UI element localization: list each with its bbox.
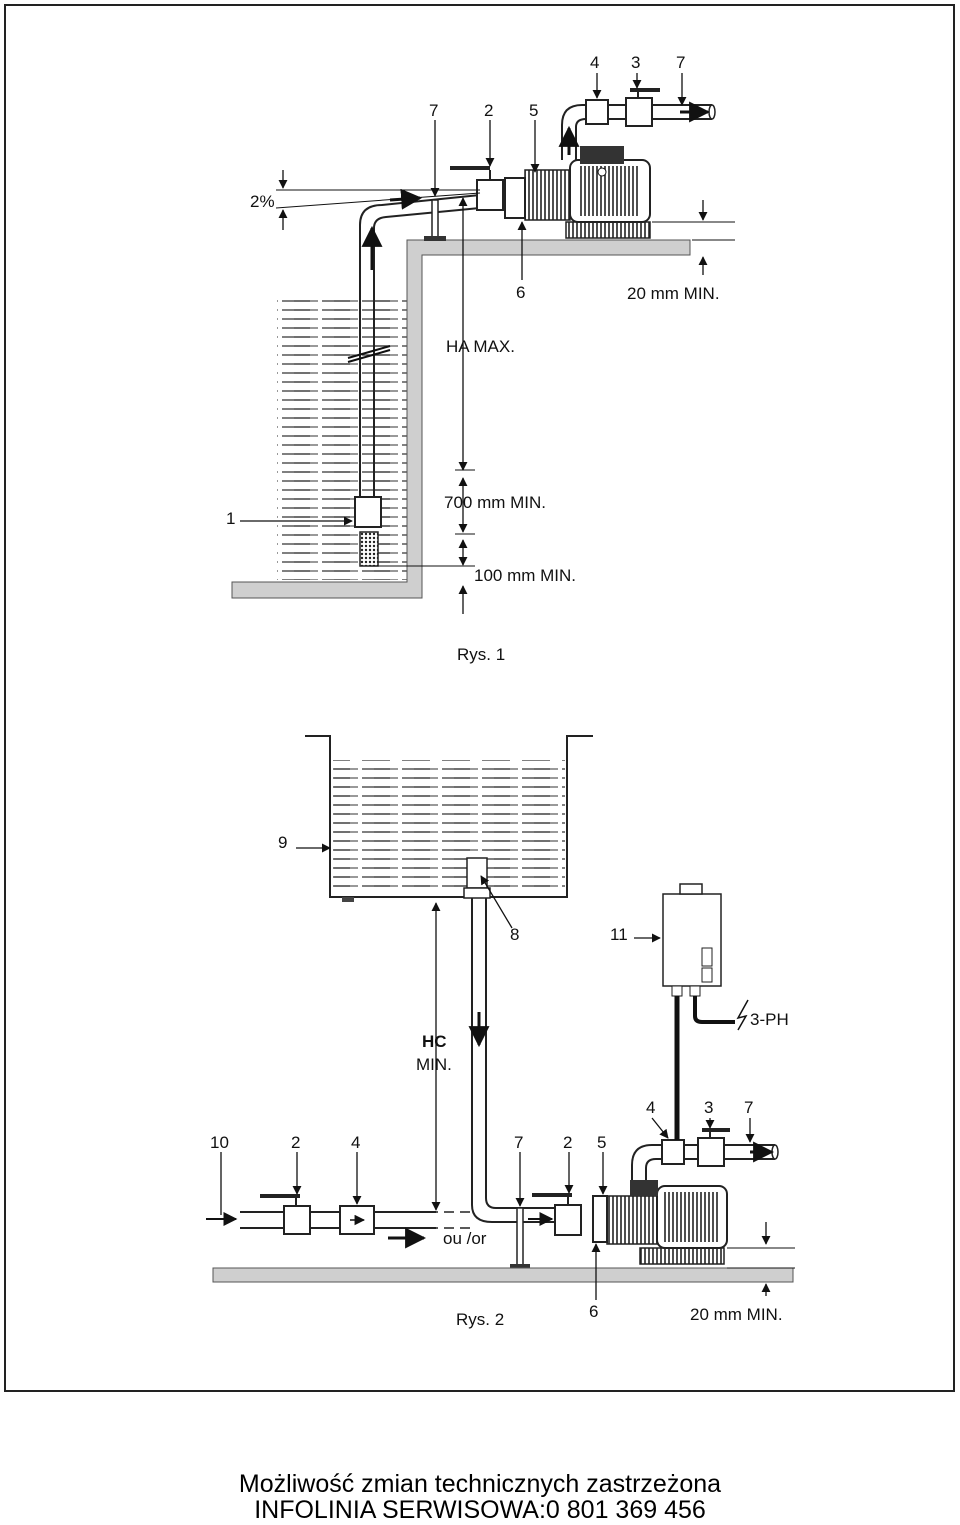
pipe-support-2 — [516, 1207, 524, 1267]
label-2: 2 — [291, 1133, 300, 1152]
label-6: 6 — [589, 1302, 598, 1321]
label-3: 3 — [704, 1098, 713, 1117]
label-5: 5 — [597, 1133, 606, 1152]
label-6: 6 — [516, 283, 525, 302]
label-4: 4 — [351, 1133, 360, 1152]
label-4: 4 — [590, 53, 599, 72]
footer-disclaimer: Możliwość zmian technicznych zastrzeżona — [238, 1470, 722, 1498]
lightning-icon — [736, 999, 749, 1031]
min-100mm-label: 100 mm MIN. — [474, 566, 576, 585]
power-cable — [693, 996, 735, 1024]
min-20mm-label: 20 mm MIN. — [690, 1305, 783, 1324]
min-700mm-label: 700 mm MIN. — [444, 493, 546, 512]
pump — [504, 146, 651, 239]
label-7: 7 — [676, 53, 685, 72]
inlet-check-valve — [339, 1205, 375, 1235]
discharge-valve — [625, 97, 653, 127]
pipe-support — [431, 199, 439, 239]
label-11: 11 — [610, 925, 628, 944]
footer-service-line: INFOLINIA SERWISOWA:0 801 369 456 — [254, 1496, 706, 1524]
label-10: 10 — [210, 1133, 229, 1152]
figure-2-caption: Rys. 2 — [456, 1310, 504, 1329]
power-3ph-label: 3-PH — [750, 1010, 789, 1029]
label-7: 7 — [514, 1133, 523, 1152]
ground-profile — [231, 239, 691, 599]
pump-2 — [592, 1180, 728, 1265]
pump-inlet-valve — [554, 1204, 582, 1236]
label-7: 7 — [429, 101, 438, 120]
label-4: 4 — [646, 1098, 655, 1117]
foot-valve — [354, 496, 382, 528]
suction-pipe — [359, 194, 481, 500]
or-label: ou /or — [443, 1229, 487, 1248]
figure-1: 4 3 7 7 2 5 6 1 2% HA MAX. 20 mm MIN. 70… — [226, 53, 735, 664]
label-2: 2 — [484, 101, 493, 120]
suction-valve — [476, 179, 504, 211]
label-2: 2 — [563, 1133, 572, 1152]
hc-min-label: MIN. — [416, 1055, 452, 1074]
label-5: 5 — [529, 101, 538, 120]
discharge-valve-2 — [697, 1137, 725, 1167]
hc-label: HC — [422, 1032, 447, 1051]
discharge-pipe-2 — [631, 1144, 775, 1180]
label-9: 9 — [278, 833, 287, 852]
tank — [305, 735, 593, 898]
floor — [212, 1267, 794, 1283]
suction-pipe-2 — [471, 898, 555, 1223]
figure-frame — [4, 4, 955, 1392]
min-20mm-label: 20 mm MIN. — [627, 284, 720, 303]
label-3: 3 — [631, 53, 640, 72]
tank-strainer — [466, 857, 488, 889]
check-valve-2 — [661, 1139, 685, 1165]
label-7: 7 — [744, 1098, 753, 1117]
strainer — [359, 531, 379, 567]
slope-label: 2% — [250, 192, 275, 211]
check-valve — [585, 99, 609, 125]
label-8: 8 — [510, 925, 519, 944]
label-1: 1 — [226, 509, 235, 528]
figure-2: 9 8 11 3-PH HC MIN. 4 3 7 10 2 4 7 2 5 6… — [206, 735, 795, 1329]
inlet-valve — [283, 1205, 311, 1235]
figure-1-caption: Rys. 1 — [457, 645, 505, 664]
discharge-pipe — [561, 104, 712, 160]
ha-max-label: HA MAX. — [446, 337, 515, 356]
